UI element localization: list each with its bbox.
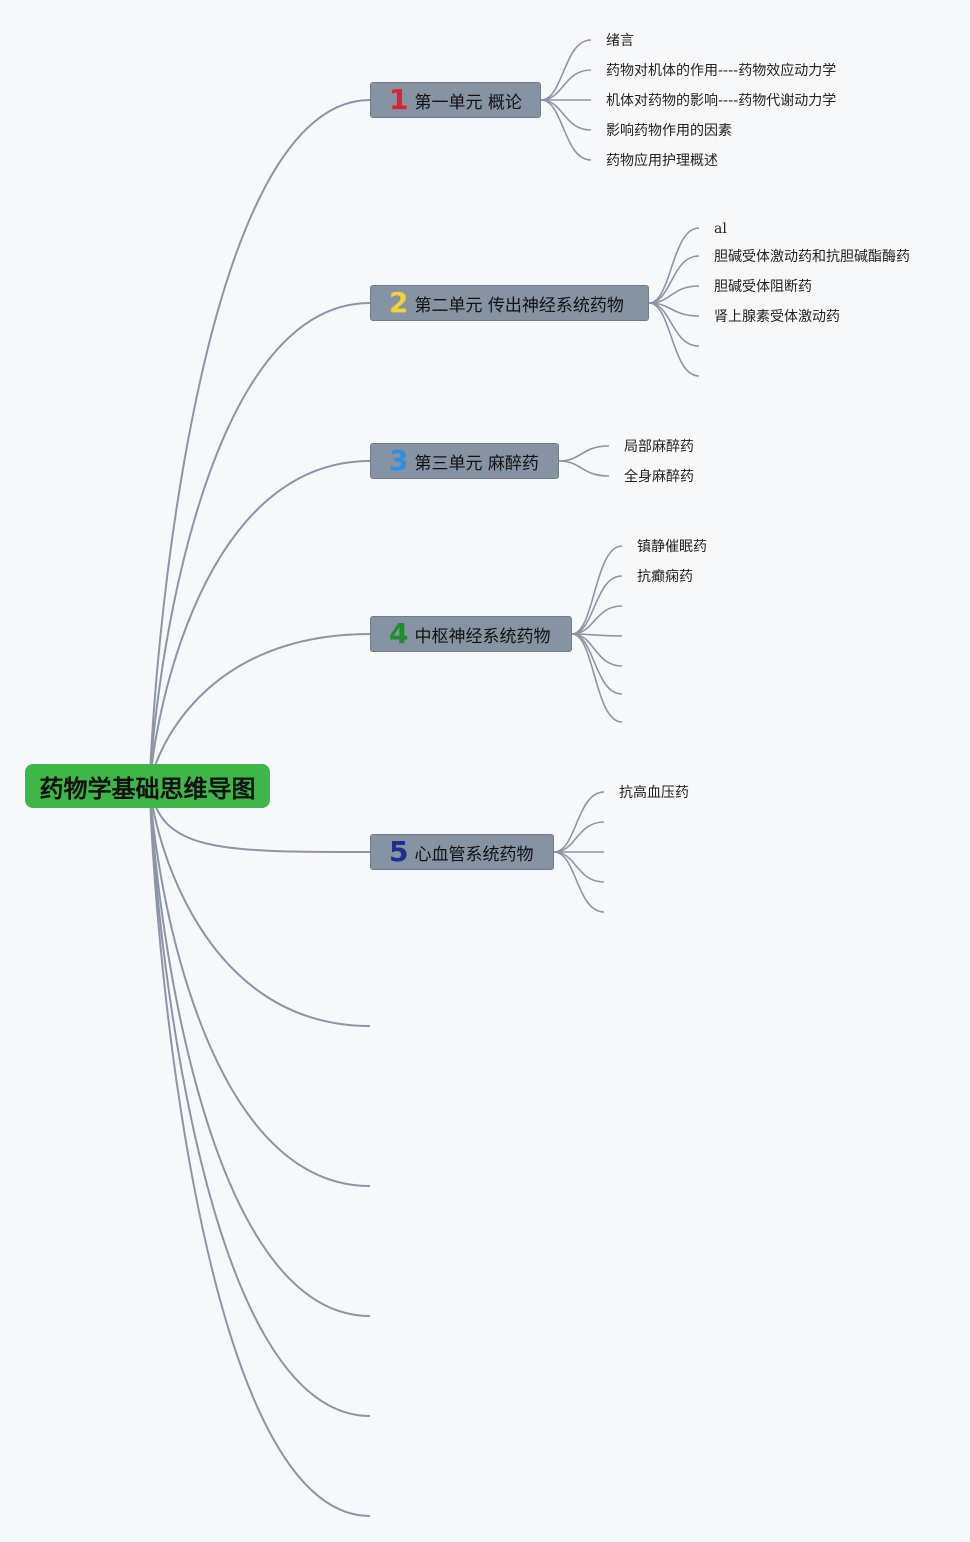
unit-number-5: 5 [389,835,409,868]
unit1-leaf-line [540,99,592,161]
unit-label-2: 第二单元 传出神经系统药物 [414,295,624,316]
unit-node-5[interactable]: 5 心血管系统药物 [370,834,554,870]
leaf-2-2[interactable]: 胆碱受体激动药和抗胆碱酯酶药 [714,249,910,265]
unit-number-3: 3 [389,444,409,477]
unit-node-3[interactable]: 3 第三单元 麻醉药 [370,443,559,479]
unit5-leaf-line [553,851,605,883]
branch-line [149,460,371,787]
leaf-4-1[interactable]: 镇静催眠药 [637,539,707,555]
unit4-leaf-line [571,575,623,635]
leaf-2-1[interactable]: al [714,221,727,237]
unit4-leaf-line [571,545,623,635]
unit-label-5: 心血管系统药物 [414,844,534,865]
unit2-leaf-line [648,302,700,347]
unit-label-3: 第三单元 麻醉药 [414,453,539,474]
leaf-1-1[interactable]: 绪言 [606,33,634,49]
unit-node-2[interactable]: 2 第二单元 传出神经系统药物 [370,285,649,321]
leaf-1-5[interactable]: 药物应用护理概述 [606,153,718,169]
branch-line [149,785,371,1517]
unit2-leaf-line [648,227,700,304]
unit-number-4: 4 [389,617,409,650]
unit1-leaf-line [540,99,592,131]
unit3-leaf-line [558,460,610,477]
unit4-leaf-line [571,633,623,723]
unit-node-4[interactable]: 4 中枢神经系统药物 [370,616,572,652]
unit1-leaf-line [540,69,592,101]
unit-number-2: 2 [389,286,409,319]
unit4-leaf-line [571,605,623,635]
unit5-leaf-line [553,791,605,853]
branch-line [149,99,371,787]
branch-line [149,785,371,853]
leaf-3-1[interactable]: 局部麻醉药 [624,439,694,455]
leaf-4-2[interactable]: 抗癫痫药 [637,569,693,585]
unit2-leaf-line [648,255,700,304]
leaf-1-2[interactable]: 药物对机体的作用----药物效应动力学 [606,63,837,79]
leaf-1-4[interactable]: 影响药物作用的因素 [606,123,732,139]
leaf-2-4[interactable]: 肾上腺素受体激动药 [714,309,840,325]
leaf-2-3[interactable]: 胆碱受体阻断药 [714,279,812,295]
unit-label-4: 中枢神经系统药物 [414,626,551,647]
unit1-leaf-line [540,39,592,101]
leaf-5-1[interactable]: 抗高血压药 [619,785,689,801]
branch-line [149,785,371,1317]
unit-label-1: 第一单元 概论 [414,92,522,113]
branch-line [149,785,371,1027]
unit-number-1: 1 [389,83,409,116]
unit-node-1[interactable]: 1 第一单元 概论 [370,82,541,118]
branch-line [149,302,371,787]
branch-line [149,785,371,1417]
branch-line [149,785,371,1187]
root-title: 药物学基础思维导图 [39,774,256,803]
leaf-1-3[interactable]: 机体对药物的影响----药物代谢动力学 [606,93,837,109]
unit5-leaf-line [553,851,605,913]
leaf-3-2[interactable]: 全身麻醉药 [624,469,694,485]
unit5-leaf-line [553,821,605,853]
unit2-leaf-line [648,302,700,377]
root-node[interactable]: 药物学基础思维导图 [25,764,270,808]
unit3-leaf-line [558,445,610,462]
